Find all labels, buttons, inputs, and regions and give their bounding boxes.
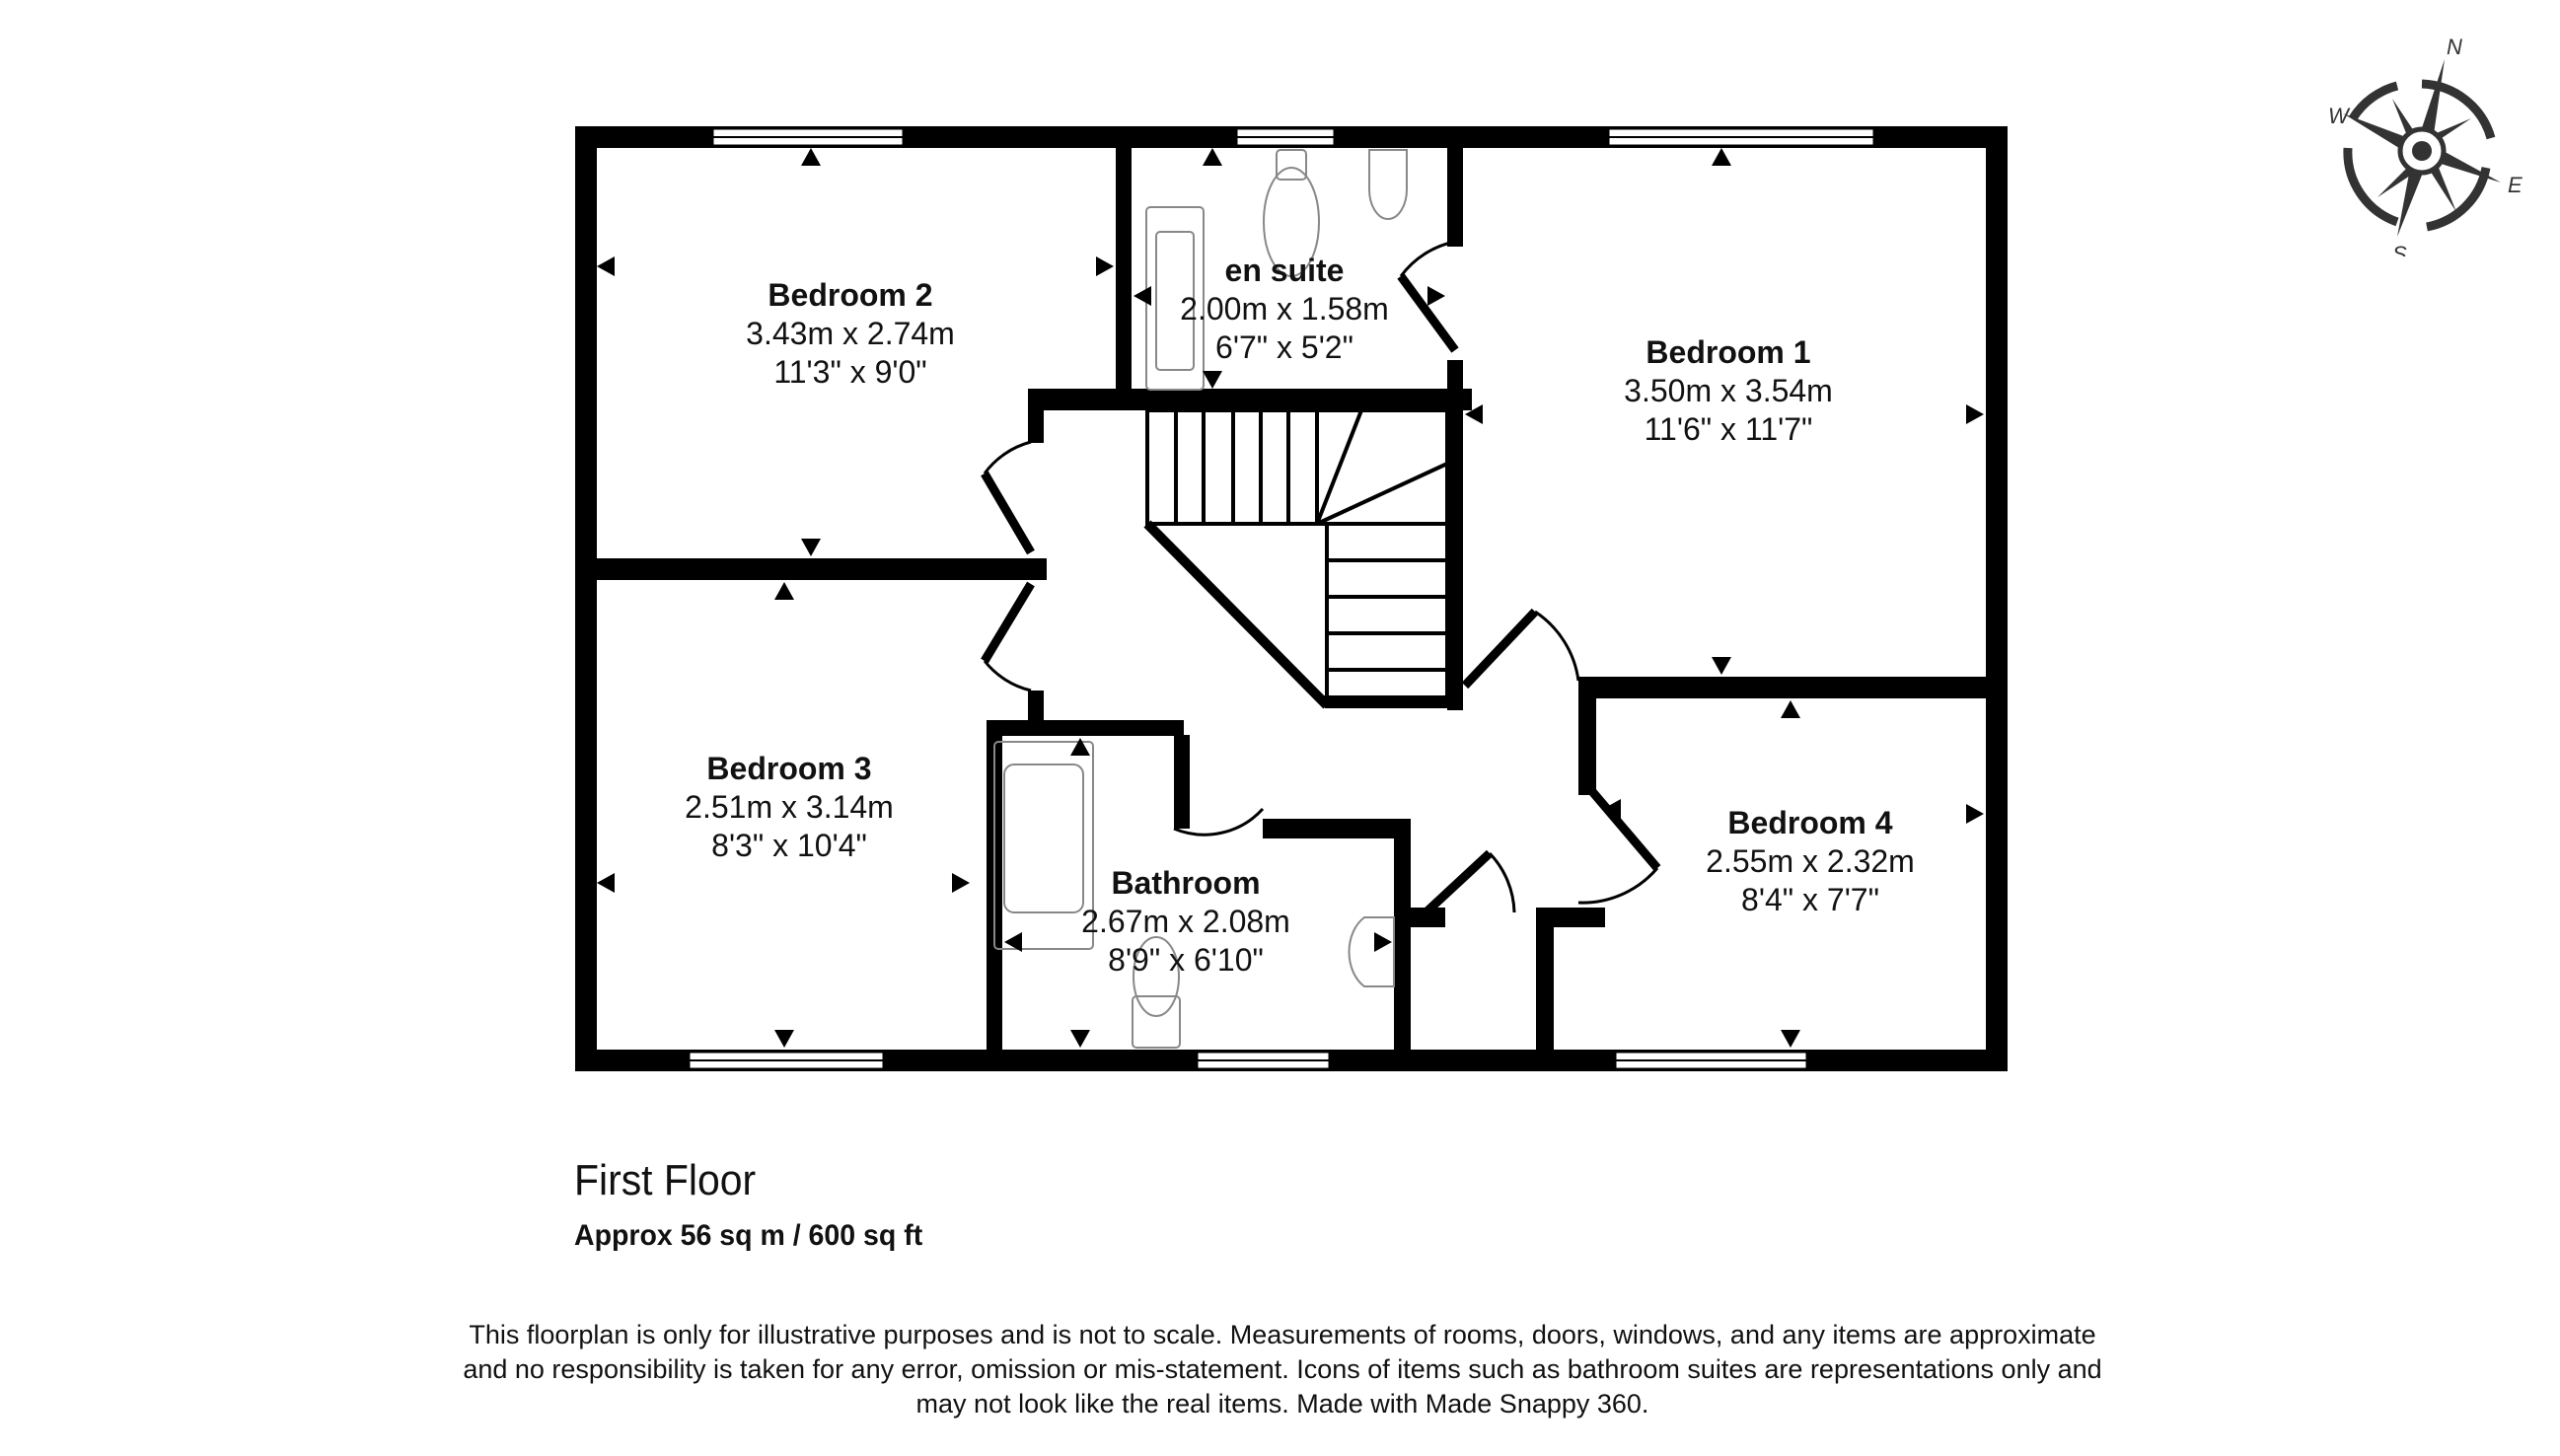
disclaimer-line: This floorplan is only for illustrative … [469,1320,2096,1349]
room-imperial: 8'4" x 7'7" [1741,882,1879,918]
room-bedroom-1: Bedroom 1 3.50m x 3.54m 11'6" x 11'7" [1624,333,1833,449]
room-name: Bathroom [1111,865,1261,901]
room-imperial: 8'3" x 10'4" [711,828,867,864]
room-imperial: 11'6" x 11'7" [1644,411,1813,448]
room-name: Bedroom 3 [706,751,872,786]
room-name: Bedroom 2 [768,277,933,313]
measurement-markers [597,148,1984,1048]
compass-e: E [2508,173,2523,197]
room-imperial: 6'7" x 5'2" [1215,329,1353,366]
room-metric: 2.67m x 2.08m [1081,904,1290,940]
floor-area: Approx 56 sq m / 600 sq ft [574,1219,923,1252]
room-imperial: 8'9" x 6'10" [1108,942,1264,979]
room-metric: 2.51m x 3.14m [685,789,894,826]
compass-rose-icon: N W E S [2328,35,2523,256]
room-en-suite: en suite 2.00m x 1.58m 6'7" x 5'2" [1180,252,1389,367]
room-imperial: 11'3" x 9'0" [773,354,927,391]
room-name: en suite [1224,253,1345,288]
staircase [1143,408,1449,709]
room-metric: 2.00m x 1.58m [1180,291,1389,328]
room-metric: 2.55m x 2.32m [1706,843,1915,880]
compass-n: N [2447,35,2462,59]
doors [981,240,1661,921]
room-name: Bedroom 4 [1727,805,1893,840]
room-bedroom-4: Bedroom 4 2.55m x 2.32m 8'4" x 7'7" [1706,804,1915,919]
disclaimer: This floorplan is only for illustrative … [395,1318,2170,1421]
room-bedroom-3: Bedroom 3 2.51m x 3.14m 8'3" x 10'4" [685,750,894,865]
room-bedroom-2: Bedroom 2 3.43m x 2.74m 11'3" x 9'0" [746,276,955,392]
disclaimer-line: and no responsibility is taken for any e… [463,1354,2102,1384]
room-metric: 3.50m x 3.54m [1624,373,1833,409]
compass-s: S [2392,242,2407,256]
room-metric: 3.43m x 2.74m [746,316,955,352]
floor-title: First Floor [574,1156,757,1204]
room-bathroom: Bathroom 2.67m x 2.08m 8'9" x 6'10" [1081,864,1290,980]
room-name: Bedroom 1 [1646,334,1811,370]
compass-w: W [2328,104,2351,128]
disclaimer-line: may not look like the real items. Made w… [915,1389,1649,1419]
